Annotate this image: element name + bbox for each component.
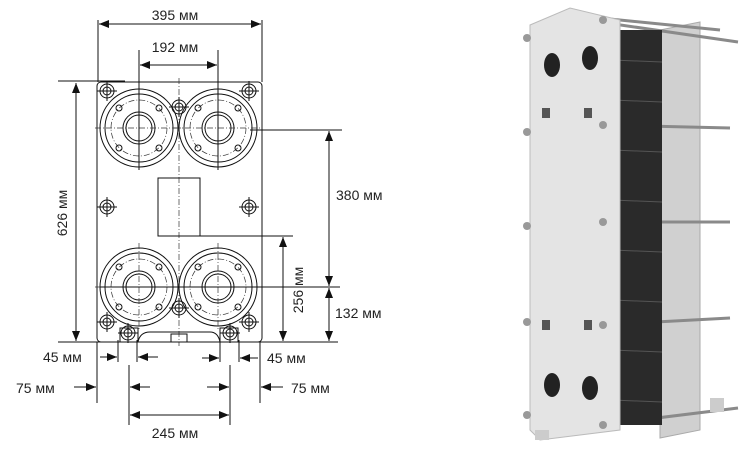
dim-foot-spacing: 245 мм: [152, 425, 199, 441]
dim-foot-width-left: 45 мм: [43, 349, 82, 365]
dim-foot-offset-left: 75 мм: [16, 380, 55, 396]
dim-bottom-port-height: 132 мм: [335, 305, 382, 321]
dim-center-to-base: 256 мм: [290, 267, 306, 314]
dim-foot-offset-right: 75 мм: [291, 380, 330, 396]
plate-heat-exchanger-photo: [523, 7, 739, 441]
dimension-lines: [58, 20, 342, 425]
dim-foot-width-right: 45 мм: [267, 350, 306, 366]
dim-port-spacing-horizontal: 192 мм: [152, 39, 199, 55]
dim-overall-height: 626 мм: [54, 190, 70, 237]
dim-overall-width: 395 мм: [152, 7, 199, 23]
tie-bolts: [96, 80, 260, 344]
dim-port-spacing-vertical: 380 мм: [336, 187, 383, 203]
